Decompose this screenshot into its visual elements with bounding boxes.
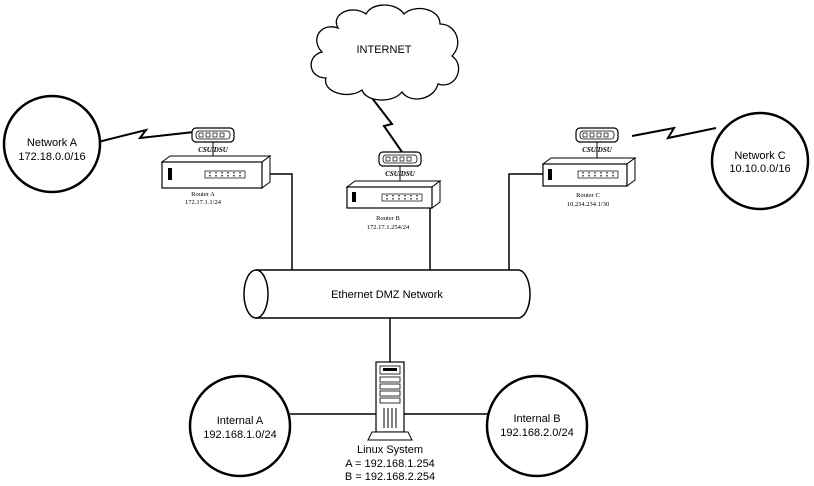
router-c-dmz-link: [508, 173, 543, 270]
internet-label: INTERNET: [357, 44, 412, 56]
csu-dsu-c-label: CSU/DSU: [582, 146, 613, 154]
network-c-address: 10.10.0.0/16: [729, 163, 790, 175]
router-c-name: Router C: [576, 192, 600, 199]
router-a-address: 172.17.1.1/24: [185, 199, 222, 206]
router-c-address: 10.234.234.1/30: [567, 201, 609, 208]
serial-link-network-c: [631, 126, 717, 140]
csu-dsu-a-label: CSU/DSU: [198, 146, 229, 154]
router-b-address: 172.17.1.254/24: [367, 224, 410, 231]
router-b: Router B 172.17.1.254/24: [345, 180, 442, 231]
ethernet-dmz-cylinder: Ethernet DMZ Network: [243, 269, 531, 319]
csu-dsu-b: CSU/DSU: [378, 151, 422, 182]
internal-a-address: 192.168.1.0/24: [203, 429, 276, 441]
internal-b-circle: Internal B 192.168.2.0/24: [485, 374, 589, 478]
serial-link-internet: [371, 97, 403, 153]
csu-dsu-a: CSU/DSU: [191, 127, 235, 158]
internal-a-name: Internal A: [217, 415, 264, 427]
serial-link-network-a: [97, 128, 195, 143]
dmz-body: [256, 269, 531, 319]
internal-a-circle: Internal A 192.168.1.0/24: [188, 374, 292, 478]
network-c-name: Network C: [734, 150, 785, 162]
csu-dsu-b-label: CSU/DSU: [385, 170, 416, 178]
router-a: Router A 172.17.1.1/24: [160, 155, 272, 206]
cloud-shape: [310, 4, 460, 101]
internal-b-address: 192.168.2.0/24: [500, 427, 573, 439]
network-c-circle: Network C 10.10.0.0/16: [710, 111, 810, 211]
server-base: [367, 431, 413, 441]
linux-server: Linux System A = 192.168.1.254 B = 192.1…: [345, 361, 435, 483]
internal-b-name: Internal B: [513, 413, 560, 425]
router-b-name: Router B: [376, 215, 400, 222]
linux-line-b: B = 192.168.2.254: [345, 471, 435, 483]
network-a-circle: Network A 172.18.0.0/16: [2, 94, 102, 194]
csu-dsu-c: CSU/DSU: [575, 127, 619, 158]
linux-line-a: A = 192.168.1.254: [345, 458, 435, 470]
dmz-left-cap: [243, 269, 269, 319]
network-a-name: Network A: [27, 137, 78, 149]
serial-links: [97, 97, 717, 153]
network-a-address: 172.18.0.0/16: [18, 151, 85, 163]
internet-cloud: INTERNET: [310, 4, 460, 101]
router-a-name: Router A: [191, 191, 215, 198]
dmz-label: Ethernet DMZ Network: [331, 289, 443, 301]
linux-name: Linux System: [357, 444, 423, 456]
connection-lines: [262, 173, 543, 415]
router-c: Router C 10.234.234.1/30: [541, 157, 637, 208]
router-a-dmz-link: [262, 173, 293, 270]
